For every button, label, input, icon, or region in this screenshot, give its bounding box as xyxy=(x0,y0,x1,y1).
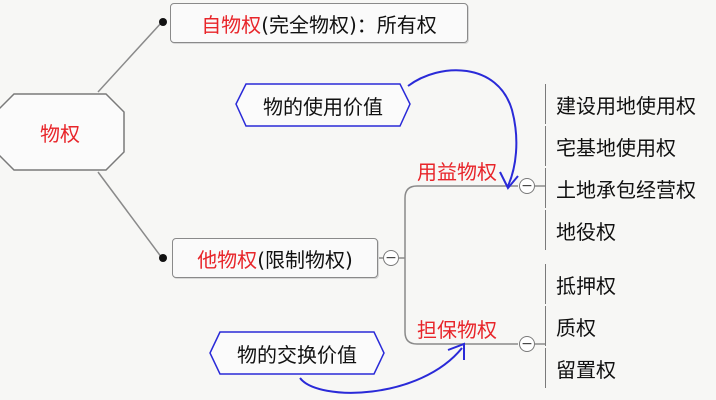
note-use-value: 物的使用价值 xyxy=(246,84,400,126)
usufruct-child[interactable]: 宅基地使用权 xyxy=(545,126,716,166)
self-right-label: 自物权 xyxy=(201,12,262,37)
usufruct-child[interactable]: 土地承包经营权 xyxy=(545,168,716,208)
connector-root-other xyxy=(97,171,163,259)
security-child[interactable]: 抵押权 xyxy=(545,264,635,304)
root-octagon xyxy=(0,93,125,171)
security-child[interactable]: 留置权 xyxy=(545,348,635,388)
note-exchange-value-text: 物的交换价值 xyxy=(237,342,357,367)
security-label: 担保物权 xyxy=(417,317,497,342)
collapse-toggle-other-right[interactable]: − xyxy=(383,250,399,266)
security-child[interactable]: 质权 xyxy=(545,306,635,346)
blue-arrow-exchange-head xyxy=(447,342,465,360)
other-right-label: 他物权 xyxy=(197,247,258,272)
blue-arrow-use xyxy=(407,69,518,187)
connector-root-self xyxy=(97,21,163,93)
usufruct-child[interactable]: 地役权 xyxy=(545,210,716,250)
other-right-node[interactable]: 他物权(限制物权) xyxy=(172,238,378,278)
collapse-toggle-usufruct[interactable]: − xyxy=(519,178,535,194)
blue-arrow-use-head xyxy=(499,171,519,190)
usufruct-label: 用益物权 xyxy=(417,159,497,184)
self-right-detail: (完全物权)：所有权 xyxy=(261,12,437,37)
usufruct-child[interactable]: 建设用地使用权 xyxy=(545,84,716,124)
note-exchange-value: 物的交换价值 xyxy=(220,332,374,374)
note-use-value-text: 物的使用价值 xyxy=(263,94,383,119)
security-children: 抵押权 质权 留置权 xyxy=(545,264,665,390)
self-right-node[interactable]: 自物权(完全物权)：所有权 xyxy=(170,3,468,43)
collapse-toggle-security[interactable]: − xyxy=(519,336,535,352)
note-use-border xyxy=(235,83,411,127)
other-right-detail: (限制物权) xyxy=(257,247,353,272)
connector-dot-other xyxy=(159,254,167,262)
security-node[interactable]: 担保物权 xyxy=(417,314,517,342)
blue-arrow-exchange xyxy=(299,347,463,394)
root-label: 物权 xyxy=(40,121,80,146)
note-exchange-border xyxy=(209,331,385,375)
root-node[interactable]: 物权 xyxy=(0,94,120,170)
usufruct-node[interactable]: 用益物权 xyxy=(417,156,517,184)
connector-dot-self xyxy=(159,18,167,26)
usufruct-children: 建设用地使用权 宅基地使用权 土地承包经营权 地役权 xyxy=(545,84,716,252)
connector-trunk xyxy=(404,185,418,345)
